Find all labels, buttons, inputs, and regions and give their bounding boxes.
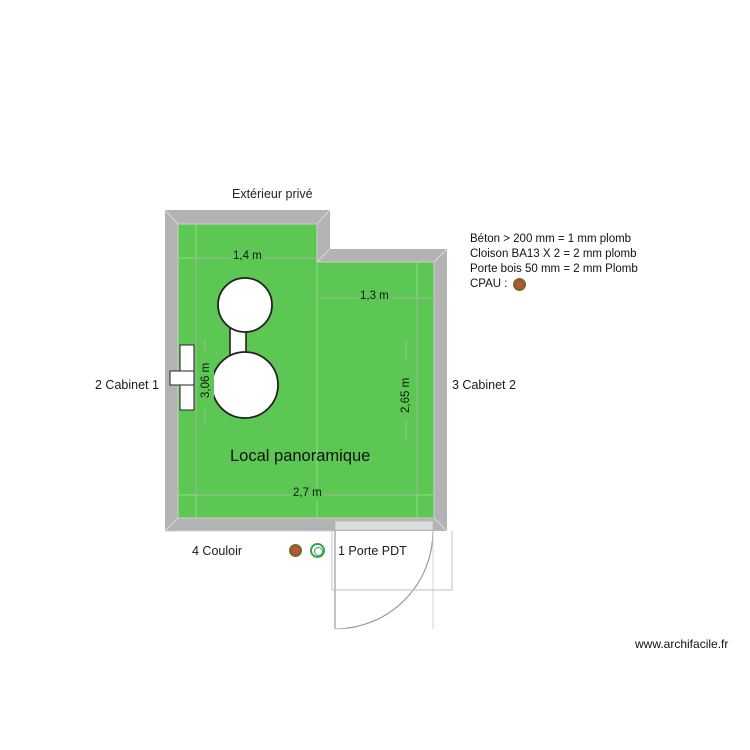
door-opening: [334, 520, 434, 531]
fixture-circle-small: [217, 277, 273, 333]
legend-cpau-label: CPAU :: [470, 277, 508, 290]
door-point-marker-icon[interactable]: [310, 543, 325, 558]
legend-line-porte-bois: Porte bois 50 mm = 2 mm Plomb: [470, 262, 638, 275]
footer-website-url[interactable]: www.archifacile.fr: [635, 637, 729, 651]
legend-line-beton: Béton > 200 mm = 1 mm plomb: [470, 233, 632, 245]
dimension-top-left: 1,4 m: [231, 250, 264, 264]
wall-corner-bevels: [164, 209, 448, 532]
door-arc: [334, 530, 434, 630]
label-callout-boxes: [165, 530, 453, 591]
panoramic-fixture: [211, 277, 279, 419]
cpau-legend-marker-icon: [512, 277, 526, 291]
room-label-cabinet-1[interactable]: 2 Cabinet 1: [95, 378, 159, 392]
dimension-top-right: 1,3 m: [358, 290, 391, 304]
left-wall-window: [169, 344, 195, 411]
exterior-label: Extérieur privé: [232, 187, 313, 201]
cpau-marker-icon[interactable]: [289, 544, 302, 557]
fixture-circle-large: [211, 351, 279, 419]
legend-cpau-row: CPAU :: [470, 277, 638, 292]
room-label-couloir[interactable]: 4 Couloir: [192, 544, 243, 558]
dimension-left-vertical: 3,06 m: [200, 360, 214, 400]
vertical-dimension-leaders: [204, 340, 407, 440]
window-frame-horizontal: [169, 370, 195, 386]
room-label-porte-pdt[interactable]: 1 Porte PDT: [338, 544, 407, 558]
door-swing: [334, 530, 434, 630]
floor-boundary: [177, 223, 435, 519]
dimension-bottom: 2,7 m: [291, 487, 324, 501]
legend-panel: Béton > 200 mm = 1 mm plomb Cloison BA13…: [470, 232, 638, 292]
room-label-cabinet-2[interactable]: 3 Cabinet 2: [452, 378, 516, 392]
dimension-right-vertical: 2,65 m: [400, 375, 414, 415]
room-name-label: Local panoramique: [230, 447, 371, 465]
legend-line-cloison: Cloison BA13 X 2 = 2 mm plomb: [470, 247, 637, 260]
